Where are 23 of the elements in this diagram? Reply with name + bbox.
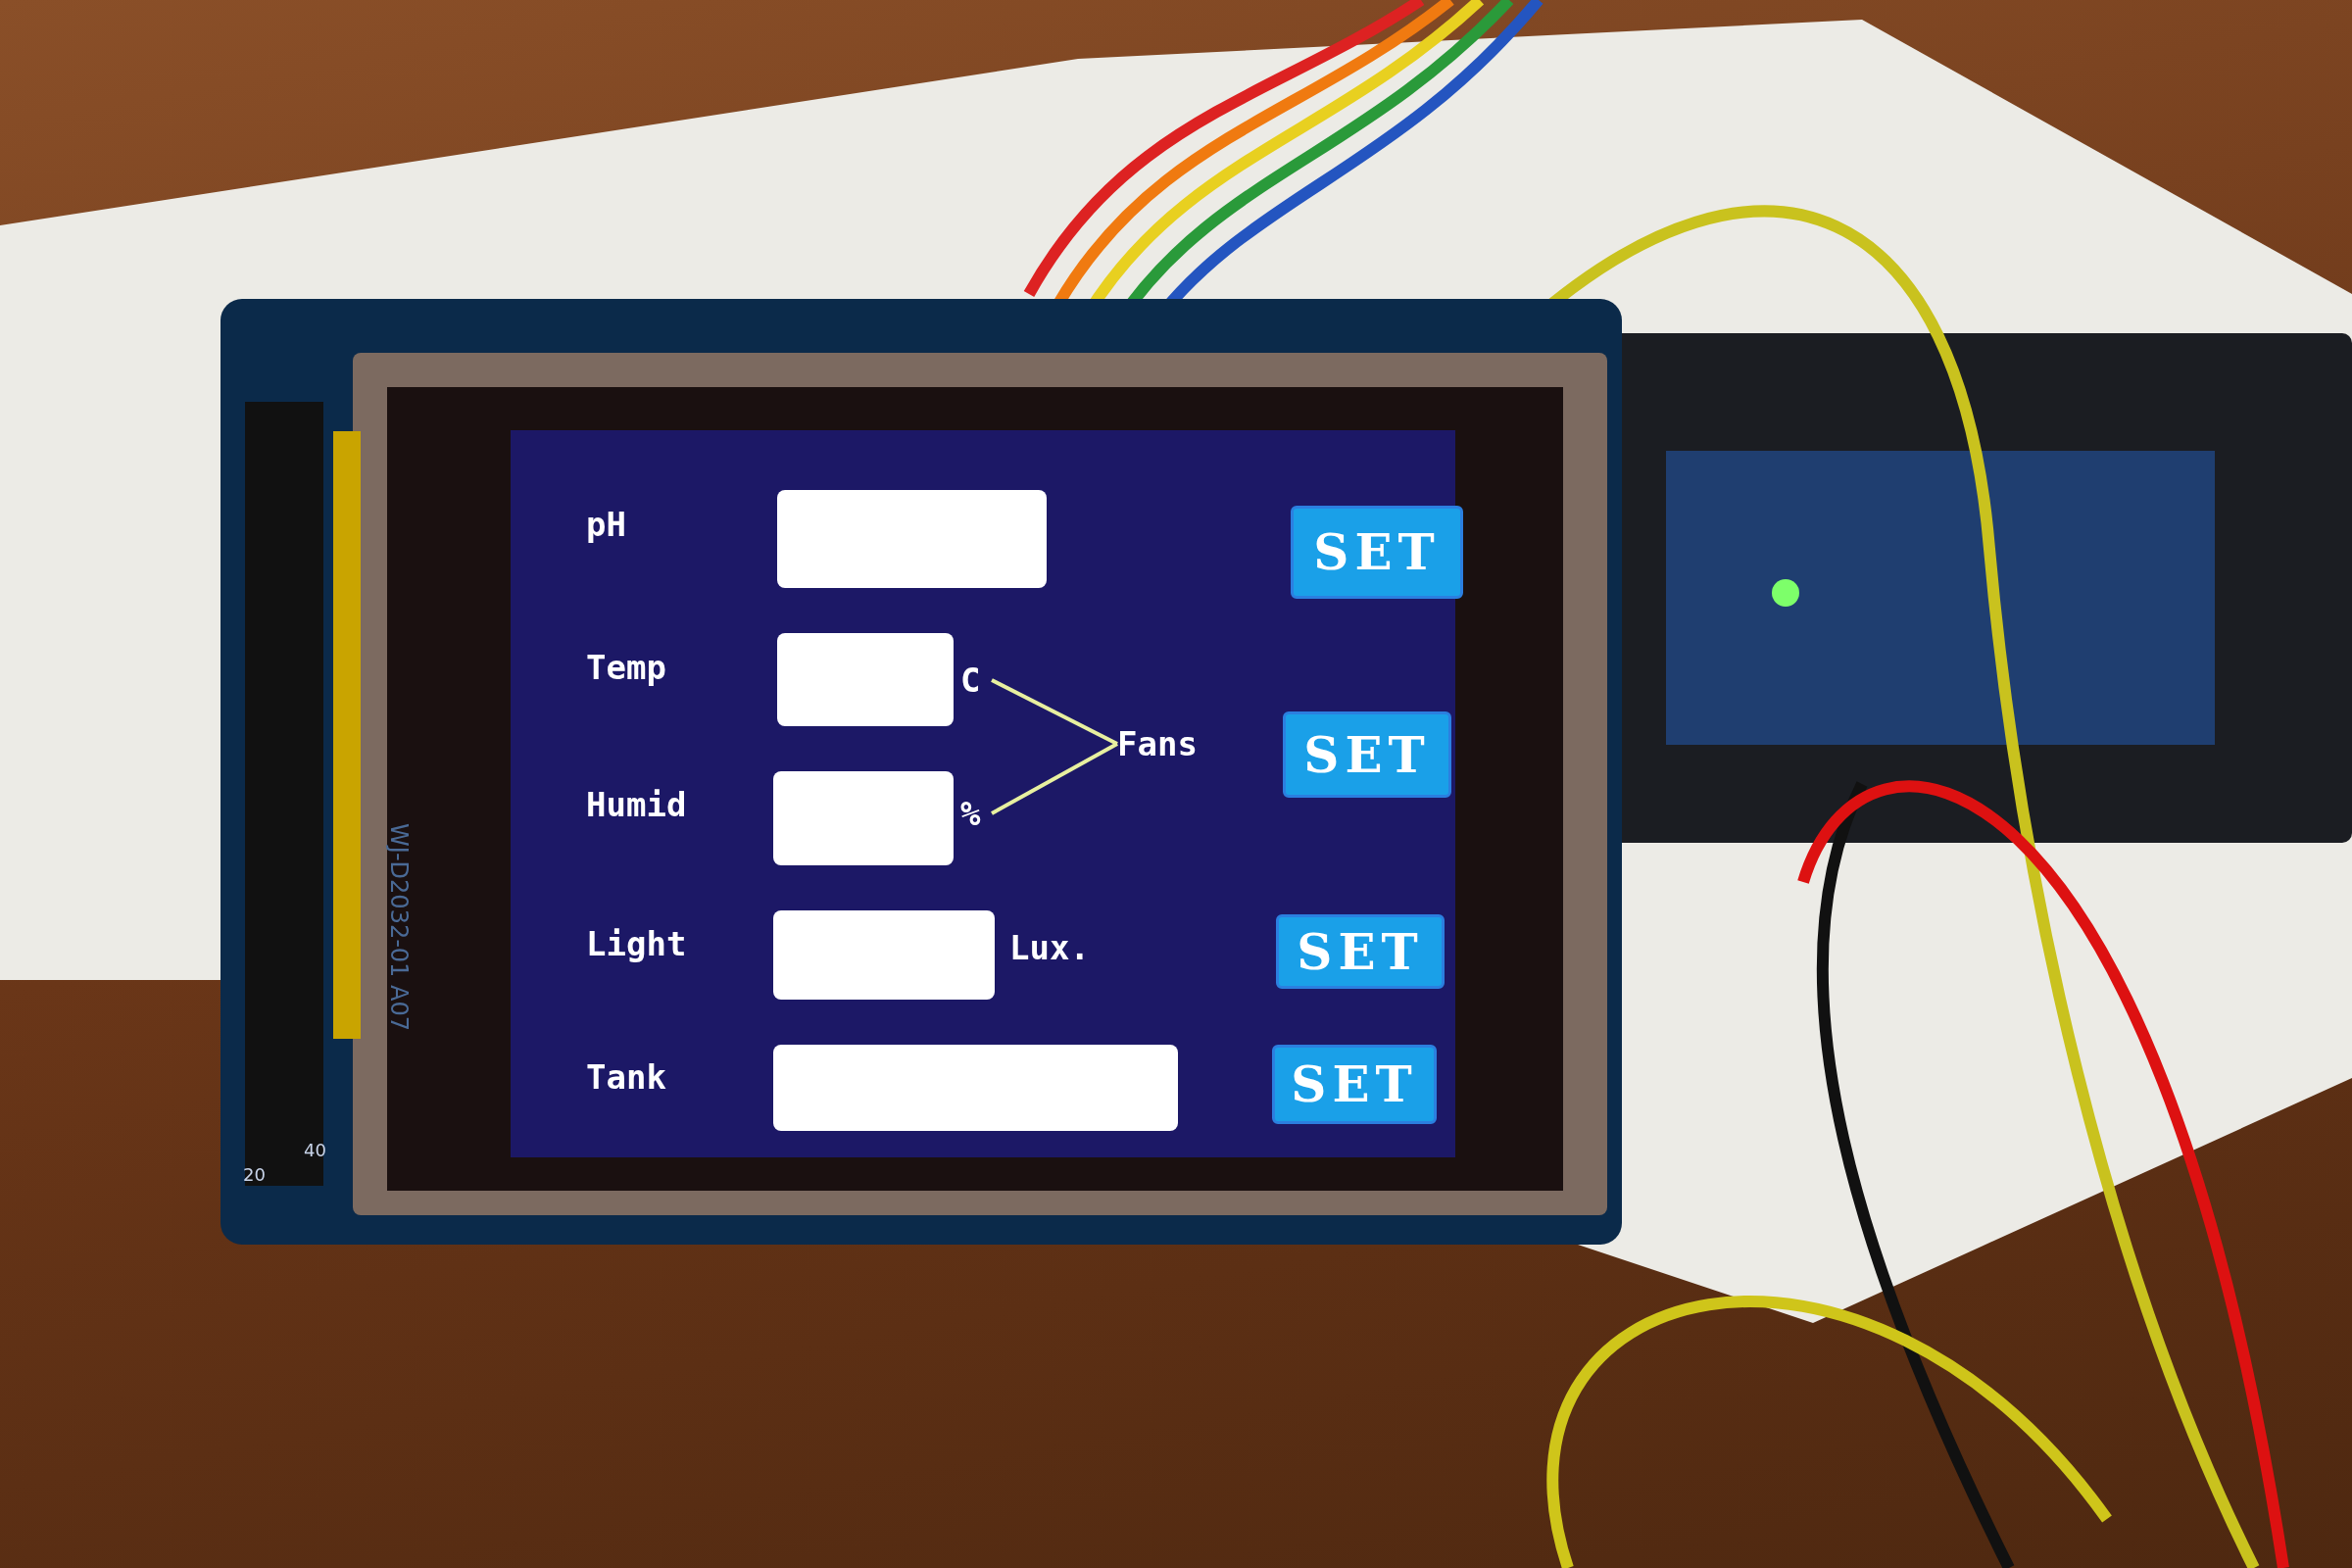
- set-button: SET: [1283, 711, 1451, 798]
- input-field: [773, 771, 954, 865]
- pin-number: 40: [304, 1142, 326, 1159]
- field-label: Humid: [586, 788, 687, 821]
- pin-number: 20: [243, 1166, 266, 1184]
- connector-line: [991, 742, 1118, 815]
- input-field: [773, 910, 995, 1000]
- input-field: [777, 633, 954, 726]
- field-label: Light: [586, 927, 687, 960]
- set-button: SET: [1291, 506, 1463, 599]
- field-label: Temp: [586, 651, 666, 684]
- field-label: Tank: [586, 1060, 666, 1094]
- output-label: Fans: [1117, 722, 1225, 765]
- set-button: SET: [1276, 914, 1445, 989]
- part-number: WJ-D2032-01 A07: [387, 823, 411, 1031]
- unit-label: Lux.: [1009, 931, 1090, 964]
- unit-label: C: [960, 659, 988, 702]
- unit-label: %: [960, 792, 988, 835]
- input-field: [777, 490, 1047, 588]
- input-field: [773, 1045, 1178, 1131]
- set-button: SET: [1272, 1045, 1437, 1124]
- field-label: pH: [586, 508, 626, 541]
- connector-line: [991, 678, 1118, 746]
